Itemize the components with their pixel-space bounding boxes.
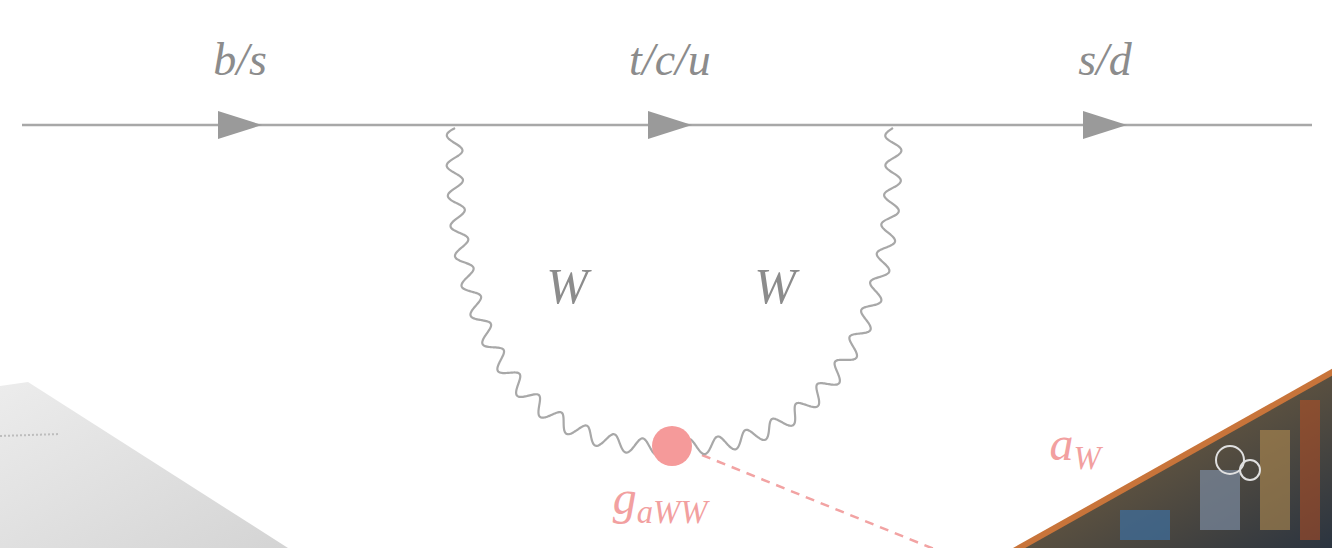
fermion-arrow — [218, 111, 262, 139]
photo-border — [1012, 370, 1332, 548]
quark-label: t/c/u — [629, 37, 711, 83]
w-boson-line — [684, 128, 901, 454]
axion-label: aW — [1049, 420, 1100, 468]
coupling-vertex — [652, 426, 692, 466]
boson-label: W — [754, 261, 796, 311]
fermion-arrow — [648, 111, 692, 139]
axion-line — [702, 455, 1060, 548]
quark-label: s/d — [1078, 37, 1132, 83]
quark-label: b/s — [213, 37, 267, 83]
boson-label: W — [546, 261, 588, 311]
coupling-label: gaWW — [613, 474, 708, 522]
photo-detail — [0, 434, 60, 436]
fermion-arrow — [1083, 111, 1127, 139]
photo-detail — [1120, 400, 1320, 540]
w-boson-line — [447, 128, 660, 455]
background-photo — [0, 382, 288, 548]
